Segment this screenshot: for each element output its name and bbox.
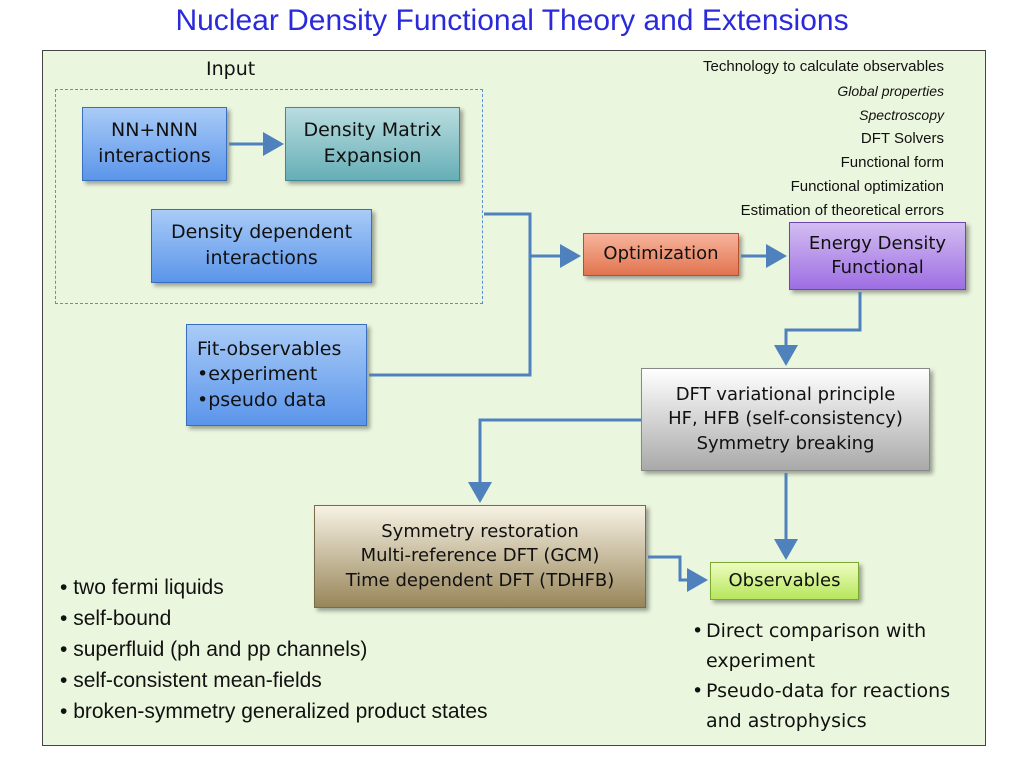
dft-variational-line-2: HF, HFB (self-consistency)	[668, 408, 903, 430]
density-matrix-expansion-box: Density Matrix Expansion	[285, 107, 460, 181]
observables-label: Observables	[728, 569, 841, 591]
fit-observables-box: Fit-observables •experiment •pseudo data	[186, 324, 367, 426]
dft-variational-line-3: Symmetry breaking	[696, 432, 875, 454]
feature-item: broken-symmetry generalized product stat…	[60, 696, 487, 727]
technology-item-global-properties: Global properties	[837, 83, 944, 99]
feature-item: self-bound	[60, 603, 488, 634]
technology-item-functional-optimization: Functional optimization	[790, 178, 944, 195]
features-list: two fermi liquids self-bound superfluid …	[60, 572, 488, 727]
feature-item: superfluid (ph and pp channels)	[60, 634, 488, 665]
arrow-edf-to-dft-variational	[774, 292, 862, 366]
technology-item-dft-solvers: DFT Solvers	[860, 130, 944, 147]
energy-density-functional-box: Energy Density Functional	[789, 222, 966, 290]
edf-line-2: Functional	[831, 257, 924, 278]
nn-nnn-line-2: interactions	[98, 145, 211, 167]
fit-observables-line-2: •experiment	[197, 363, 318, 386]
input-group-border	[55, 89, 483, 304]
line-fit-observables-to-junction	[369, 256, 532, 377]
page-title: Nuclear Density Functional Theory and Ex…	[175, 4, 849, 37]
technology-item-spectroscopy: Spectroscopy	[859, 107, 944, 123]
dft-variational-principle-box: DFT variational principle HF, HFB (self-…	[641, 368, 930, 471]
optimization-label: Optimization	[603, 243, 719, 265]
density-dependent-interactions-box: Density dependent interactions	[151, 209, 372, 283]
input-label: Input	[206, 58, 256, 80]
observable-use-item: Pseudo-data for reactions and astrophysi…	[692, 676, 982, 736]
feature-item: self-consistent mean-fields	[60, 665, 488, 696]
fit-observables-line-1: Fit-observables	[197, 337, 342, 360]
optimization-box: Optimization	[583, 233, 739, 276]
observables-box: Observables	[710, 562, 859, 600]
symmetry-restoration-line-2: Multi-reference DFT (GCM)	[360, 545, 600, 567]
nn-nnn-line-1: NN+NNN	[111, 119, 198, 142]
density-dependent-line-1: Density dependent	[170, 221, 353, 244]
nn-nnn-interactions-box: NN+NNN interactions	[82, 107, 227, 181]
arrow-symmetry-restoration-to-observables	[648, 555, 708, 592]
technology-item-error-estimation: Estimation of theoretical errors	[740, 202, 944, 219]
edf-line-1: Energy Density	[808, 232, 947, 254]
observable-use-item: Direct comparison with experiment	[692, 616, 982, 676]
technology-list: Technology to calculate observables Glob…	[703, 55, 944, 223]
arrow-dft-variational-to-symmetry-restoration	[468, 418, 641, 503]
technology-item-functional-form: Functional form	[840, 154, 944, 171]
technology-heading: Technology to calculate observables	[703, 58, 944, 75]
symmetry-restoration-line-1: Symmetry restoration	[381, 521, 579, 543]
dft-variational-line-1: DFT variational principle	[675, 384, 896, 406]
density-matrix-line-1: Density Matrix	[303, 119, 442, 142]
density-dependent-line-2: interactions	[205, 247, 318, 269]
observable-uses-list: Direct comparison with experiment Pseudo…	[692, 616, 982, 736]
line-input-group-to-junction	[484, 212, 532, 256]
feature-item: two fermi liquids	[60, 572, 488, 603]
fit-observables-line-3: •pseudo data	[197, 388, 327, 411]
density-matrix-line-2: Expansion	[323, 145, 422, 167]
